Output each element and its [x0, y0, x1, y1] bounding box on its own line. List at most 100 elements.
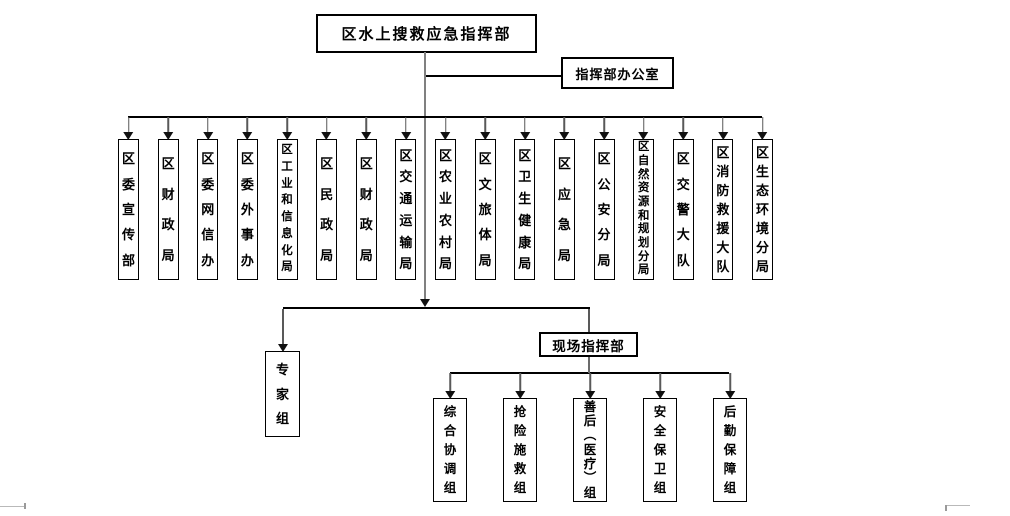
vertical-char: 息 — [281, 227, 293, 240]
vertical-char: 生 — [518, 191, 532, 207]
department-label: 区委宣传部 — [119, 140, 138, 279]
office-connector-line — [426, 75, 561, 77]
vertical-char: 办 — [240, 252, 254, 268]
expert-group-box: 专家组 — [265, 351, 300, 437]
down-arrow-icon — [642, 117, 645, 132]
vertical-char: 调 — [443, 461, 457, 476]
vertical-char: 财 — [359, 186, 373, 202]
task-group-label: 安全保卫组 — [644, 399, 676, 501]
vertical-char: 区 — [201, 151, 215, 167]
vertical-char: 和 — [281, 194, 293, 207]
vertical-char: ︵ — [583, 428, 597, 443]
vertical-char: 救 — [513, 461, 527, 476]
task-group-label: 后勤保障组 — [714, 399, 746, 501]
down-arrow-icon — [246, 117, 249, 132]
vertical-char: 区 — [716, 145, 730, 160]
vertical-char: 局 — [637, 264, 650, 277]
task-group-label: 综合协调组 — [434, 399, 466, 501]
department-label: 区交警大队 — [674, 140, 693, 279]
expert-group-arrowhead-icon — [278, 344, 288, 352]
down-arrow-icon — [449, 373, 451, 391]
vertical-char: 后 — [723, 404, 737, 419]
vertical-char: 组 — [443, 480, 457, 495]
vertical-char: 宣 — [121, 201, 135, 217]
vertical-char: 村 — [438, 234, 452, 250]
vertical-char: 善 — [583, 399, 597, 414]
department-box: 区公安分局 — [593, 117, 615, 280]
vertical-char: 事 — [240, 227, 254, 243]
expert-group-label: 专家组 — [266, 352, 299, 436]
vertical-char: 卫 — [653, 461, 667, 476]
department-box: 区文旅体局 — [474, 117, 496, 280]
department-box: 区消防救援大队 — [712, 117, 734, 280]
department-box: 区应急局 — [553, 117, 575, 280]
spine-arrowhead-icon — [420, 299, 430, 307]
department-label: 区自然资源和规划分局 — [634, 140, 653, 279]
vertical-char: 委 — [121, 176, 135, 192]
vertical-char: 民 — [320, 186, 334, 202]
main-spine-line — [424, 52, 426, 301]
department-label: 区财政局 — [159, 140, 178, 279]
vertical-char: 急 — [557, 217, 571, 233]
vertical-char: 政 — [320, 217, 334, 233]
vertical-char: 区 — [518, 147, 532, 163]
down-arrow-icon — [286, 117, 288, 132]
root-command-box: 区水上搜救应急指挥部 — [316, 14, 537, 53]
vertical-char: 区 — [399, 147, 413, 163]
task-group-label: 善后︵医疗︶组 — [574, 399, 606, 501]
department-box: 区自然资源和规划分局 — [633, 117, 655, 280]
vertical-char: 公 — [597, 176, 611, 192]
vertical-char: 区 — [320, 156, 334, 172]
vertical-char: 卫 — [518, 169, 532, 185]
department-box: 区卫生健康局 — [514, 117, 536, 280]
department-box: 区民政局 — [316, 117, 338, 280]
vertical-char: 传 — [121, 227, 135, 243]
department-label: 区应急局 — [555, 140, 574, 279]
vertical-char: 通 — [399, 191, 413, 207]
department-label: 区委网信办 — [198, 140, 217, 279]
canvas-corner-mark-right — [945, 505, 970, 506]
vertical-char: 施 — [513, 442, 527, 457]
department-row: 区委宣传部 区财政局 区委网信办 区委外事办 区工业和信息化局 — [118, 117, 773, 280]
canvas-corner-mark-left — [0, 506, 25, 507]
vertical-char: 源 — [637, 195, 650, 208]
department-box: 区交通运输局 — [395, 117, 417, 280]
vertical-char: 区 — [359, 156, 373, 172]
vertical-char: 网 — [201, 201, 215, 217]
vertical-char: 输 — [399, 234, 413, 250]
department-label: 区委外事办 — [238, 140, 257, 279]
vertical-char: 文 — [478, 176, 492, 192]
vertical-char: 疗 — [583, 457, 597, 472]
vertical-char: 划 — [637, 236, 650, 249]
department-box: 区财政局 — [355, 117, 377, 280]
site-command-connector-line — [588, 309, 590, 333]
department-box: 区财政局 — [157, 117, 179, 280]
department-label: 区民政局 — [317, 140, 336, 279]
vertical-char: 分 — [637, 250, 650, 263]
task-group-box: 综合协调组 — [433, 373, 467, 502]
department-box: 区农业农村局 — [435, 117, 456, 280]
task-group-box: 抢险施救组 — [503, 373, 537, 502]
vertical-char: 援 — [716, 221, 730, 236]
vertical-char: 境 — [755, 221, 769, 236]
vertical-char: 信 — [201, 227, 215, 243]
vertical-char: 外 — [240, 201, 254, 217]
vertical-char: 业 — [281, 177, 293, 190]
command-office-box: 指挥部办公室 — [561, 57, 674, 89]
vertical-char: 救 — [716, 202, 730, 217]
vertical-char: 交 — [676, 176, 690, 192]
vertical-char: 体 — [478, 227, 492, 243]
vertical-char: 局 — [438, 256, 452, 272]
vertical-char: 全 — [653, 423, 667, 438]
vertical-char: 抢 — [513, 404, 527, 419]
vertical-char: 医 — [583, 442, 597, 457]
department-box: 区生态环境分局 — [752, 117, 773, 280]
vertical-char: 应 — [557, 186, 571, 202]
vertical-char: 保 — [723, 442, 737, 457]
task-group-row: 综合协调组 抢险施救组 善后︵医疗︶组 安全保卫组 后勤保障组 — [433, 373, 747, 502]
vertical-char: 办 — [201, 252, 215, 268]
vertical-char: 规 — [637, 223, 650, 236]
down-arrow-icon — [405, 117, 407, 132]
vertical-char: 专 — [275, 362, 289, 378]
